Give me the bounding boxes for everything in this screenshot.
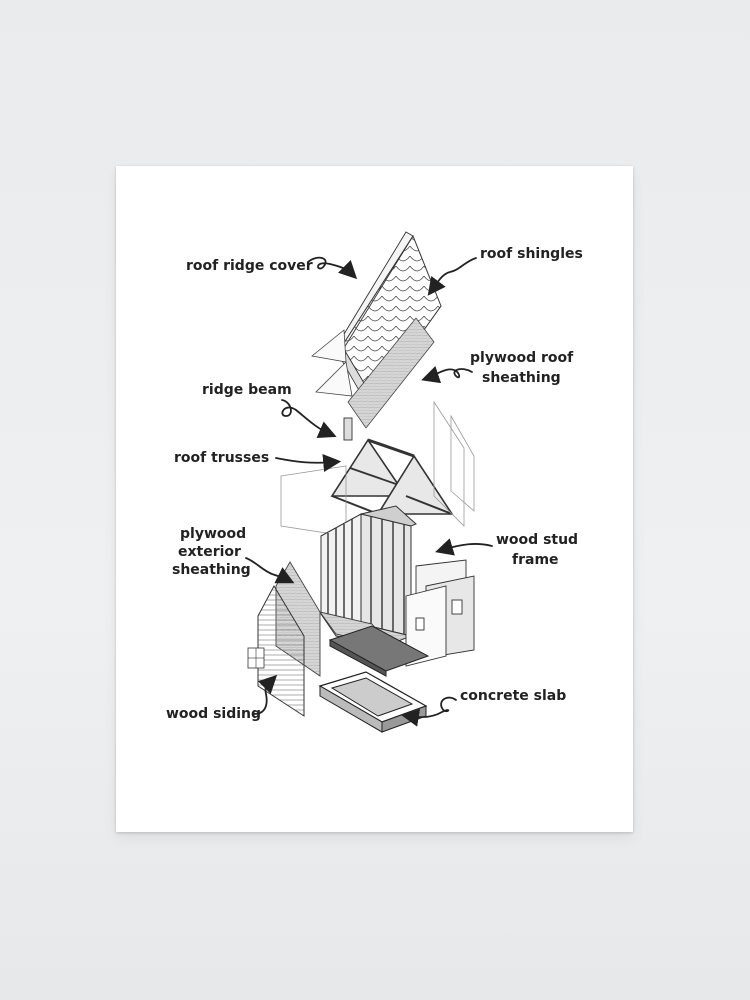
label-roof-shingles: roof shingles [480,246,583,262]
label-wood-siding: wood siding [166,706,261,722]
poster: roof ridge cover roof shingles plywood r… [116,166,633,832]
house-exploded-diagram: roof ridge cover roof shingles plywood r… [166,231,583,733]
label-wood-stud-2: frame [512,552,559,568]
label-ridge-beam: ridge beam [202,382,292,398]
labels: roof ridge cover roof shingles plywood r… [166,246,583,722]
label-concrete-slab: concrete slab [460,688,566,704]
label-plywood-roof-1: plywood roof [470,350,574,366]
label-roof-ridge-cover: roof ridge cover [186,258,313,274]
arrow-concrete [400,696,457,727]
ridge-beam-part [343,417,353,441]
concrete-slab-part [318,625,430,733]
label-plywood-ext-1: plywood [180,526,246,542]
arrow-shingles [427,257,477,296]
wood-stud-frame-part [319,505,417,647]
roof-trusses-part [330,438,454,515]
callout-arrows [245,256,493,727]
label-plywood-ext-3: sheathing [172,562,251,578]
label-roof-trusses: roof trusses [174,450,269,466]
label-plywood-ext-2: exterior [178,544,241,560]
label-plywood-roof-2: sheathing [482,370,561,386]
arrow-ext-sheathing [245,557,295,584]
arrow-trusses [275,454,342,472]
plywood-roof-sheathing-part [311,317,435,429]
right-wall-panels [405,559,475,667]
arrow-ridge-beam [281,399,337,439]
arrow-ridge-cover [307,256,358,280]
arrow-siding [253,674,278,715]
label-wood-stud-1: wood stud [496,532,578,548]
arrow-stud-frame [435,538,493,556]
arrow-roof-sheathing [421,366,473,384]
